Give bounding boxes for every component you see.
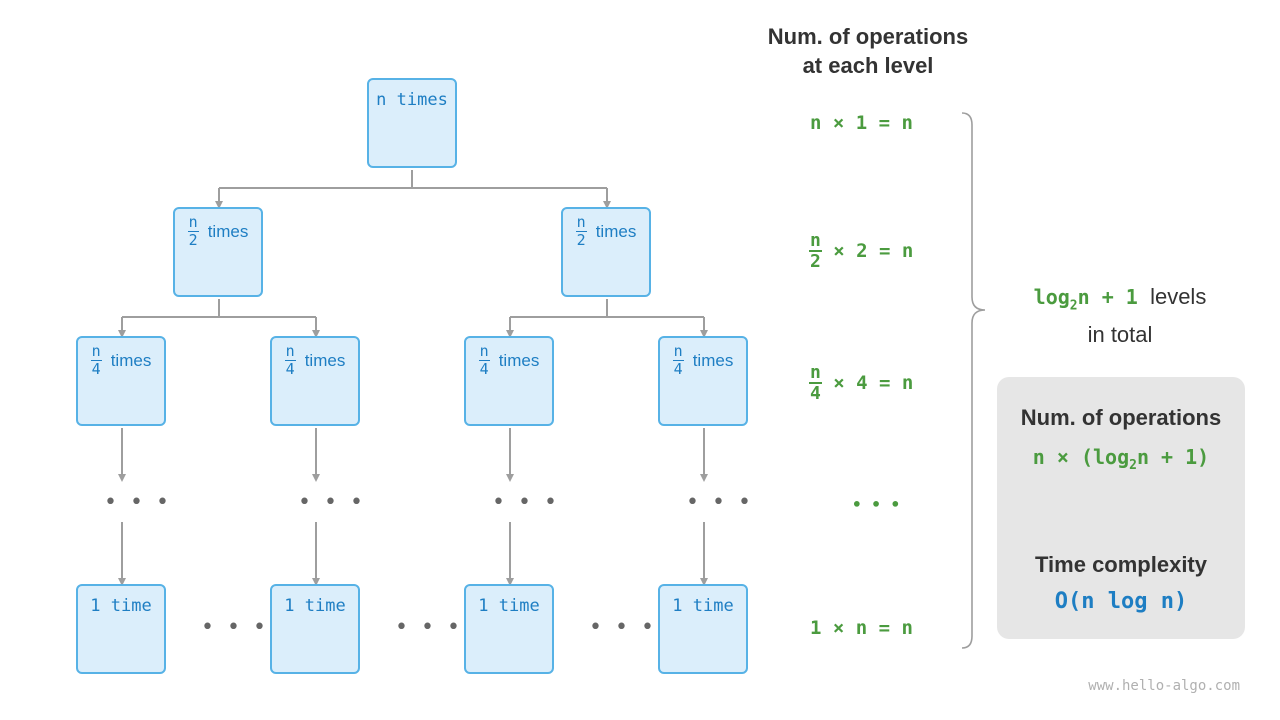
tree-leaf-1: 1 time [76,584,166,674]
ops-expression: n × (log2n + 1) [1032,445,1210,473]
node-label: n times [376,90,448,110]
node-label: 1 time [90,596,152,616]
ops-title: Num. of operations [1020,405,1222,430]
node-label: 1 time [284,596,346,616]
summary-panel: Num. of operations n × (log2n + 1) Time … [997,377,1245,639]
node-label: 1 time [672,596,734,616]
ellipsis: • • • [686,490,754,515]
node-label: 1 time [478,596,540,616]
ellipsis: • • • [104,490,172,515]
ellipsis: • • • [201,615,269,640]
tree-leaf-3: 1 time [464,584,554,674]
level-ops-last: 1 × n = n [810,617,913,639]
ellipsis: • • • [298,490,366,515]
tree-leaf-2: 1 time [270,584,360,674]
tree-node-root: n times [367,78,457,168]
curly-brace [961,112,986,649]
ellipsis: • • • [395,615,463,640]
ellipsis: • • • [492,490,560,515]
column-title: Num. of operations at each level [767,24,969,78]
tree-leaf-4: 1 time [658,584,748,674]
big-o-expression: O(n log n) [1054,589,1188,614]
level-ops-ellipsis: • • • [852,495,901,514]
ellipsis: • • • [589,615,657,640]
levels-count-note: log2n + 1 levels in total [1033,284,1207,348]
watermark: www.hello-algo.com [1088,678,1240,694]
level-ops-1: n × 1 = n [810,112,913,134]
time-complexity-title: Time complexity [1035,552,1207,577]
